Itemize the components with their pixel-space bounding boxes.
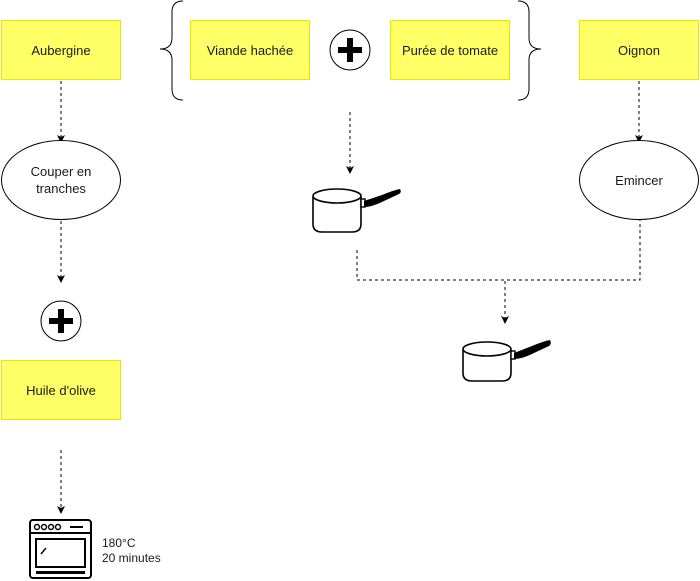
step-label-line1: Couper en bbox=[30, 164, 92, 179]
connectors bbox=[57, 81, 643, 514]
step-oval-emincer[interactable]: Emincer bbox=[579, 140, 699, 220]
saucepan-icon bbox=[312, 188, 401, 233]
oven-settings: 180°C 20 minutes bbox=[102, 536, 161, 566]
saucepan-icon bbox=[462, 340, 551, 382]
ingredient-box-oignon[interactable]: Oignon bbox=[579, 20, 699, 80]
ingredient-box-aubergine[interactable]: Aubergine bbox=[1, 20, 121, 80]
ingredient-box-viande[interactable]: Viande hachée bbox=[190, 20, 310, 80]
step-oval-couper[interactable]: Couper en tranches bbox=[1, 140, 121, 220]
step-label-line2: tranches bbox=[36, 181, 86, 196]
ingredient-label: Huile d'olive bbox=[26, 382, 96, 398]
step-label: Emincer bbox=[615, 172, 663, 188]
ingredient-box-huile[interactable]: Huile d'olive bbox=[1, 360, 121, 420]
merge-line bbox=[356, 220, 641, 281]
ingredient-label: Viande hachée bbox=[206, 42, 294, 58]
group-brace-left bbox=[159, 0, 184, 101]
plus-icon bbox=[329, 29, 371, 71]
plus-icon bbox=[40, 300, 82, 342]
ingredient-box-puree[interactable]: Purée de tomate bbox=[390, 20, 510, 80]
oven-icon bbox=[29, 519, 92, 579]
oven-duration: 20 minutes bbox=[102, 551, 161, 565]
ingredient-label: Aubergine bbox=[31, 42, 91, 58]
ingredient-label: Purée de tomate bbox=[401, 42, 499, 58]
oven-temperature: 180°C bbox=[102, 536, 136, 550]
group-brace-right bbox=[517, 0, 542, 101]
ingredient-label: Oignon bbox=[618, 42, 660, 58]
